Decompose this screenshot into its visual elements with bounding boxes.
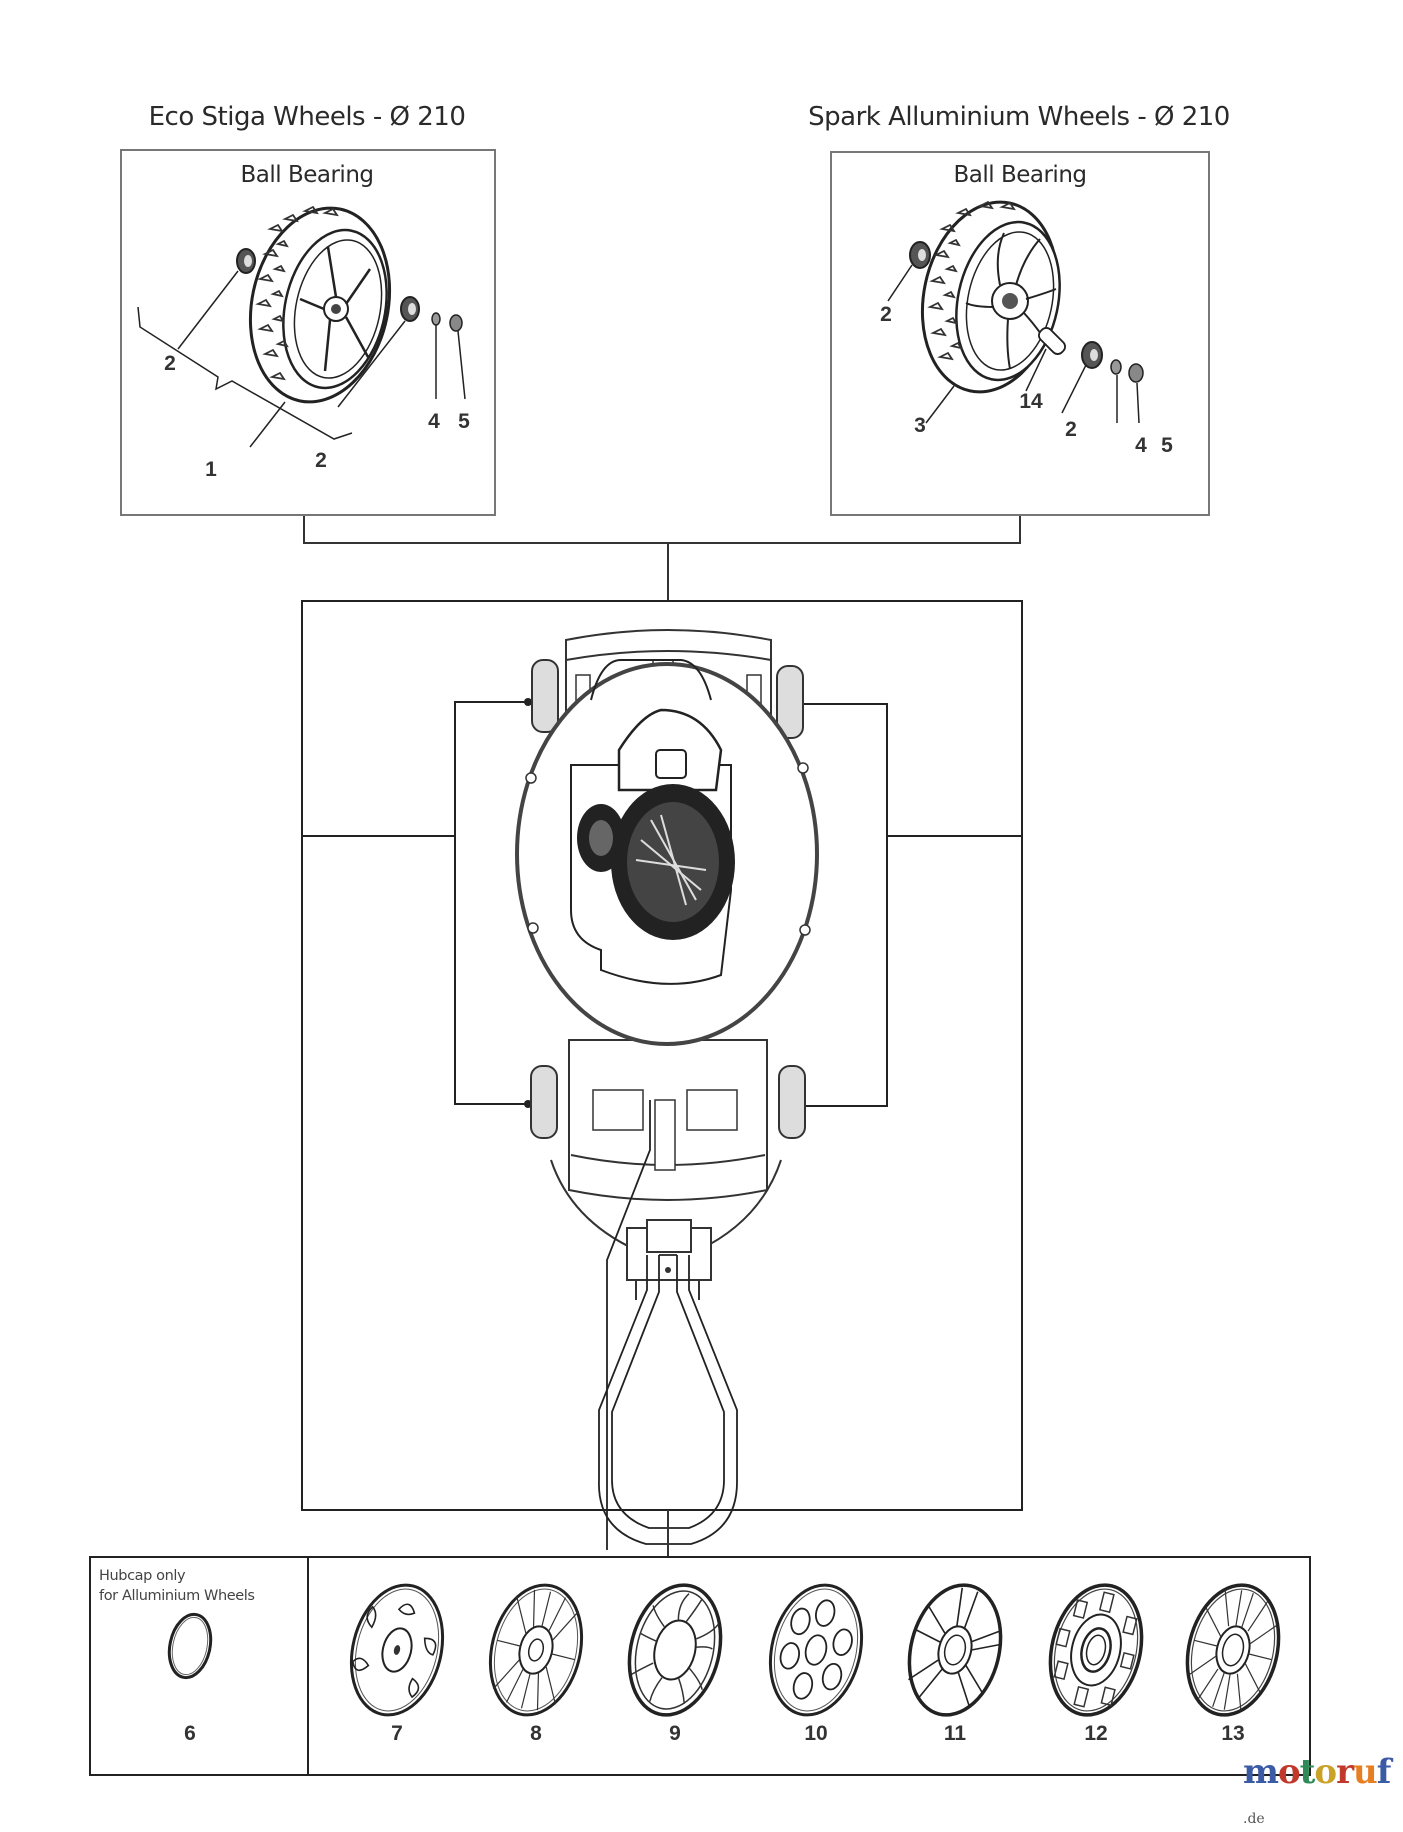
connector-line — [1019, 516, 1021, 543]
connector-line — [303, 516, 305, 543]
hubcap-11 — [907, 1583, 1003, 1717]
hubcap-panel — [89, 1556, 1311, 1776]
right-panel-subtitle: Ball Bearing — [953, 162, 1087, 188]
spark-aluminium-wheel-panel — [830, 151, 1210, 516]
eco-stiga-wheel-drawing — [137, 205, 466, 448]
logo-tld: .de — [1243, 1811, 1265, 1827]
callout-label: 2 — [315, 449, 327, 472]
mower-overview-panel — [301, 600, 1023, 1511]
callout-label: 2 — [880, 303, 892, 326]
connector-line — [303, 542, 1021, 544]
logo-letter: o — [1277, 1752, 1301, 1792]
hubcap-label: 12 — [1084, 1722, 1108, 1745]
callout-label: 5 — [458, 410, 470, 433]
callout-label: 2 — [164, 352, 176, 375]
right-panel-title: Spark Alluminium Wheels - Ø 210 — [808, 102, 1230, 132]
hubcap-13 — [1185, 1583, 1281, 1717]
connector-line — [667, 1510, 669, 1557]
hubcap-label: 13 — [1221, 1722, 1245, 1745]
callout-label: 5 — [1161, 434, 1173, 457]
hubcap-label: 10 — [804, 1722, 828, 1745]
left-panel-title: Eco Stiga Wheels - Ø 210 — [148, 102, 466, 132]
hubcap-drawings — [167, 1583, 1281, 1717]
callout-label: 4 — [1135, 434, 1147, 457]
hubcap-label: 6 — [184, 1722, 196, 1745]
hubcap-note-line2: for Alluminium Wheels — [99, 1588, 255, 1604]
motoruf-watermark-logo: motoruf .de — [1243, 1752, 1403, 1832]
callout-label: 14 — [1019, 390, 1043, 413]
hubcap-12 — [1048, 1583, 1144, 1717]
callout-label: 4 — [428, 410, 440, 433]
hubcap-label: 8 — [530, 1722, 542, 1745]
hubcap-8 — [488, 1583, 584, 1717]
hubcap-label: 9 — [669, 1722, 681, 1745]
mower-top-view-drawing — [301, 629, 1023, 1550]
hubcap-panel-divider — [307, 1556, 309, 1776]
spark-aluminium-wheel-drawing — [887, 200, 1144, 424]
hubcap-7 — [349, 1583, 445, 1717]
left-panel-subtitle: Ball Bearing — [240, 162, 374, 188]
connector-line — [667, 542, 669, 601]
callout-label: 2 — [1065, 418, 1077, 441]
hubcap-9 — [627, 1583, 723, 1717]
hubcap-note-line1: Hubcap only — [99, 1568, 186, 1584]
logo-letter: u — [1353, 1752, 1378, 1792]
ring-part — [167, 1612, 213, 1680]
hubcap-10 — [768, 1583, 864, 1717]
logo-letter: t — [1299, 1752, 1316, 1792]
logo-letter: r — [1336, 1752, 1354, 1792]
callout-label: 1 — [205, 458, 217, 481]
hubcap-label: 7 — [391, 1722, 403, 1745]
callout-label: 3 — [914, 414, 926, 437]
logo-letter: o — [1314, 1752, 1337, 1792]
logo-letter: m — [1243, 1752, 1279, 1792]
logo-letter: f — [1376, 1752, 1392, 1792]
hubcap-note: Hubcap only for Alluminium Wheels — [99, 1566, 255, 1606]
hubcap-label: 11 — [943, 1722, 967, 1745]
eco-stiga-wheel-panel — [120, 149, 496, 516]
